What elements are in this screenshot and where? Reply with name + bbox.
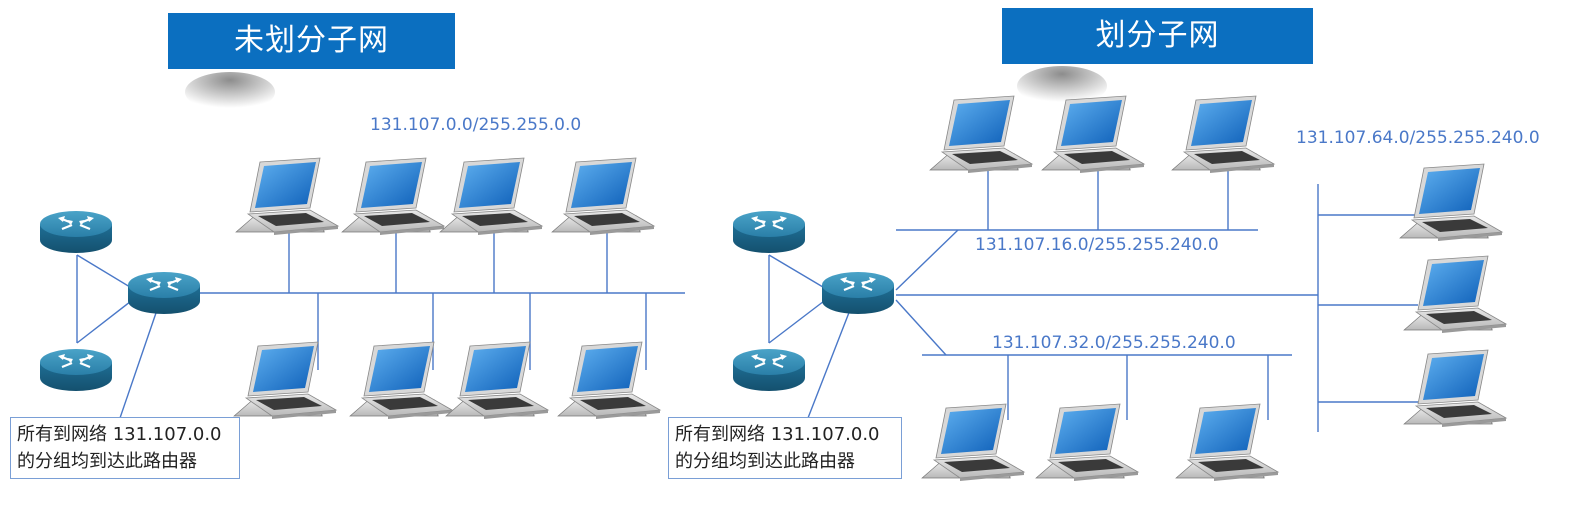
subnet-label-bottom: 131.107.32.0/255.255.240.0 [992, 333, 1236, 353]
laptop-icon [1403, 349, 1507, 428]
laptop-icon [1171, 95, 1275, 174]
subnet-label-middle: 131.107.64.0/255.255.240.0 [1296, 128, 1540, 148]
note-line-2: 的分组均到达此路由器 [17, 451, 197, 472]
laptop-icon [1175, 403, 1279, 482]
subnet-label-top: 131.107.16.0/255.255.240.0 [975, 235, 1219, 255]
title-banner-unsubnetted: 未划分子网 [168, 13, 455, 69]
router-icon [731, 347, 807, 393]
laptop-icon [233, 341, 337, 420]
laptop-icon [445, 341, 549, 420]
router-icon [38, 347, 114, 393]
network-label-left: 131.107.0.0/255.255.0.0 [370, 115, 582, 135]
laptop-icon [1035, 403, 1139, 482]
note-line-1: 所有到网络 131.107.0.0 [17, 424, 222, 445]
laptop-icon [341, 157, 445, 236]
laptop-icon [557, 341, 661, 420]
router-icon [126, 270, 202, 316]
left-links [76, 212, 685, 419]
laptop-icon [929, 95, 1033, 174]
laptop-icon [1041, 95, 1145, 174]
laptop-icon [349, 341, 453, 420]
banner-shadow-left [185, 72, 275, 112]
note-line-2: 的分组均到达此路由器 [675, 451, 855, 472]
right-links [768, 160, 1418, 432]
laptop-icon [439, 157, 543, 236]
router-note-right: 所有到网络 131.107.0.0 的分组均到达此路由器 [668, 417, 902, 479]
laptop-icon [1399, 163, 1503, 242]
router-icon [731, 209, 807, 255]
laptop-icon [1403, 255, 1507, 334]
laptop-icon [921, 403, 1025, 482]
router-icon [820, 270, 896, 316]
router-note-left: 所有到网络 131.107.0.0 的分组均到达此路由器 [10, 417, 240, 479]
laptop-icon [551, 157, 655, 236]
note-line-1: 所有到网络 131.107.0.0 [675, 424, 880, 445]
title-banner-subnetted: 划分子网 [1002, 8, 1313, 64]
laptop-icon [235, 157, 339, 236]
router-icon [38, 209, 114, 255]
banner-shadow-right [1017, 66, 1107, 106]
